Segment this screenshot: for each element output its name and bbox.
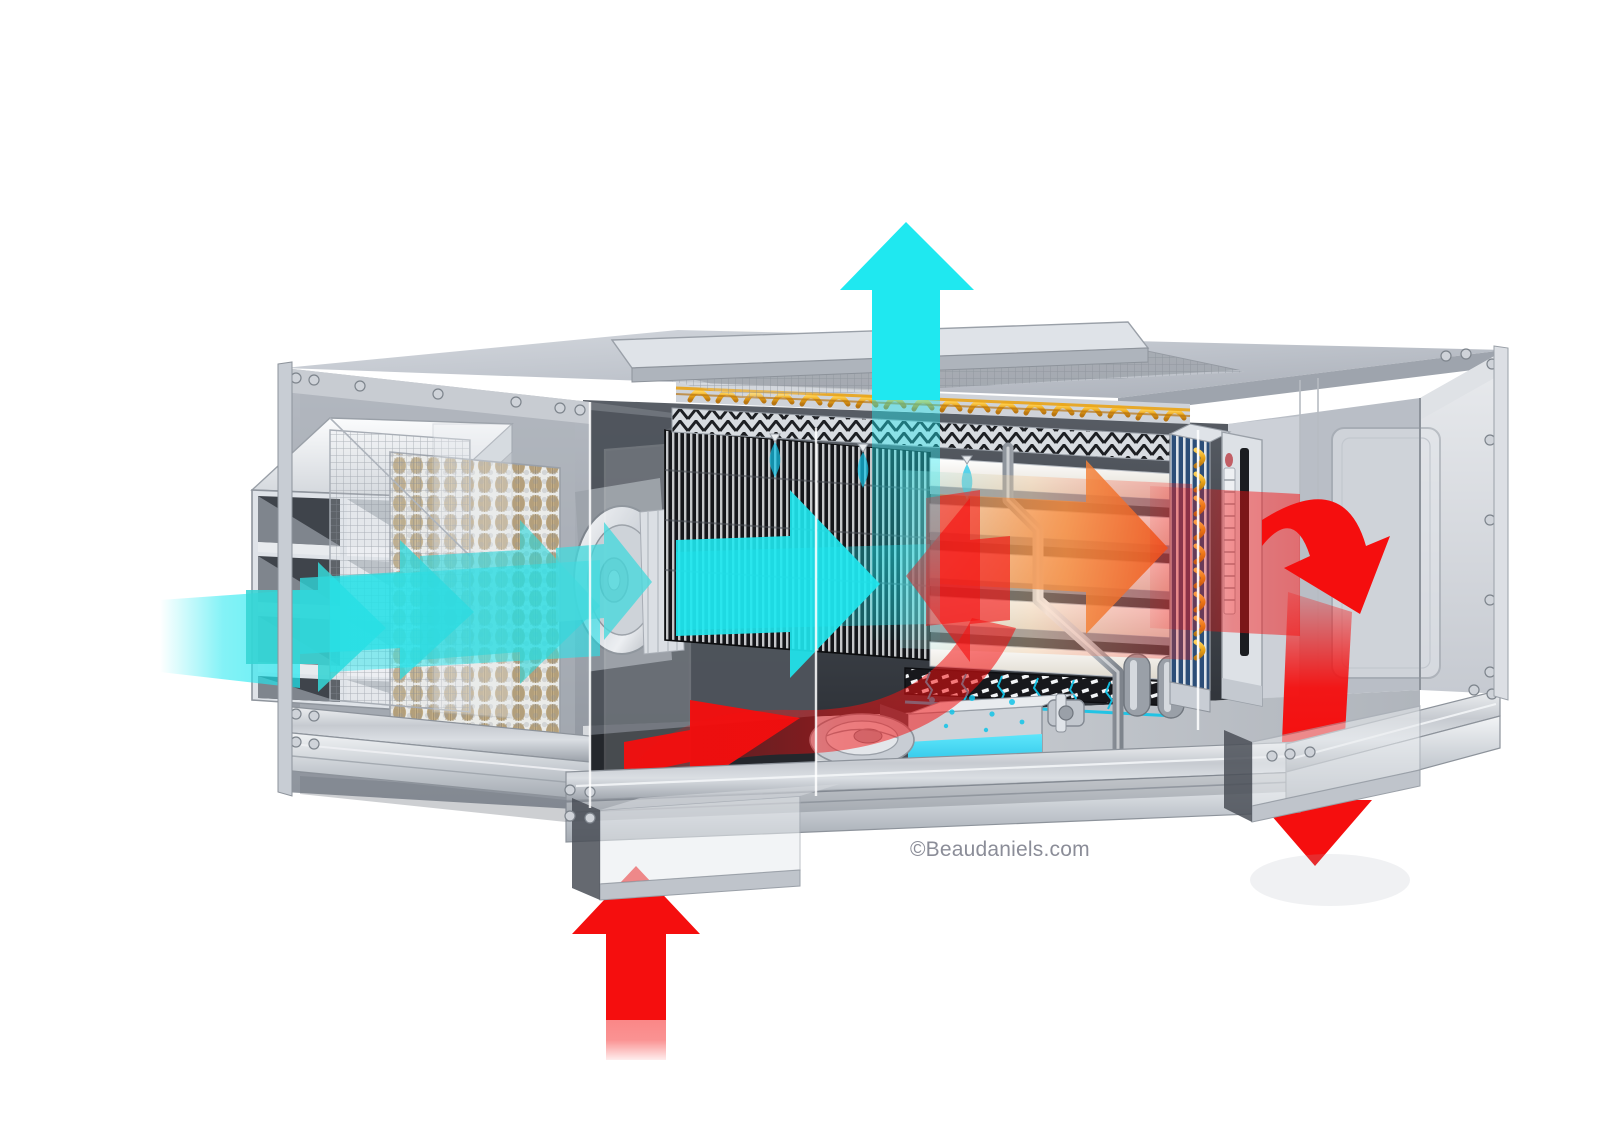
arrow-blower-inlet bbox=[556, 522, 652, 640]
arrow-exhaust-air-fade bbox=[872, 396, 940, 640]
arrow-blower-discharge bbox=[676, 490, 880, 678]
access-door[interactable] bbox=[1331, 427, 1441, 679]
arrow-hot-exit-beam bbox=[1150, 486, 1300, 636]
arrow-supply-turn-down bbox=[1262, 499, 1390, 614]
ground-shadow bbox=[1250, 854, 1410, 906]
corner-post-left bbox=[277, 361, 293, 797]
corner-brackets bbox=[277, 345, 1509, 824]
arrow-return-air-in-fade bbox=[606, 1020, 666, 1060]
corner-post-right bbox=[1493, 345, 1509, 701]
cabinet-roof-rear-strip bbox=[1118, 350, 1505, 414]
bottom-duct-right bbox=[1224, 705, 1421, 823]
arrow-return-air-in bbox=[572, 866, 700, 1020]
intake-hood-diagonal-edge bbox=[329, 417, 471, 557]
arrow-supply-down-body bbox=[1282, 592, 1352, 752]
arrow-discharge-beam bbox=[676, 544, 930, 630]
arrow-warm-transition bbox=[940, 460, 1168, 634]
watermark: ©Beaudaniels.com bbox=[910, 838, 1090, 861]
arrow-exhaust-air-out bbox=[840, 222, 974, 400]
cut-plane-edges bbox=[588, 402, 1200, 808]
arrow-return-head bbox=[906, 498, 1010, 662]
cabinet-right-end-wall-shade bbox=[1420, 350, 1505, 420]
base-frame bbox=[281, 689, 1501, 901]
circulation-pump bbox=[1047, 693, 1085, 733]
bottom-duct-left bbox=[572, 784, 840, 901]
louver-cell bbox=[258, 496, 340, 556]
arrow-cold-wedge-filter bbox=[420, 520, 600, 684]
arrow-supply-air-out bbox=[1258, 760, 1372, 866]
bolt bbox=[290, 348, 1498, 824]
cabinet-right-end-wall bbox=[1420, 350, 1505, 694]
